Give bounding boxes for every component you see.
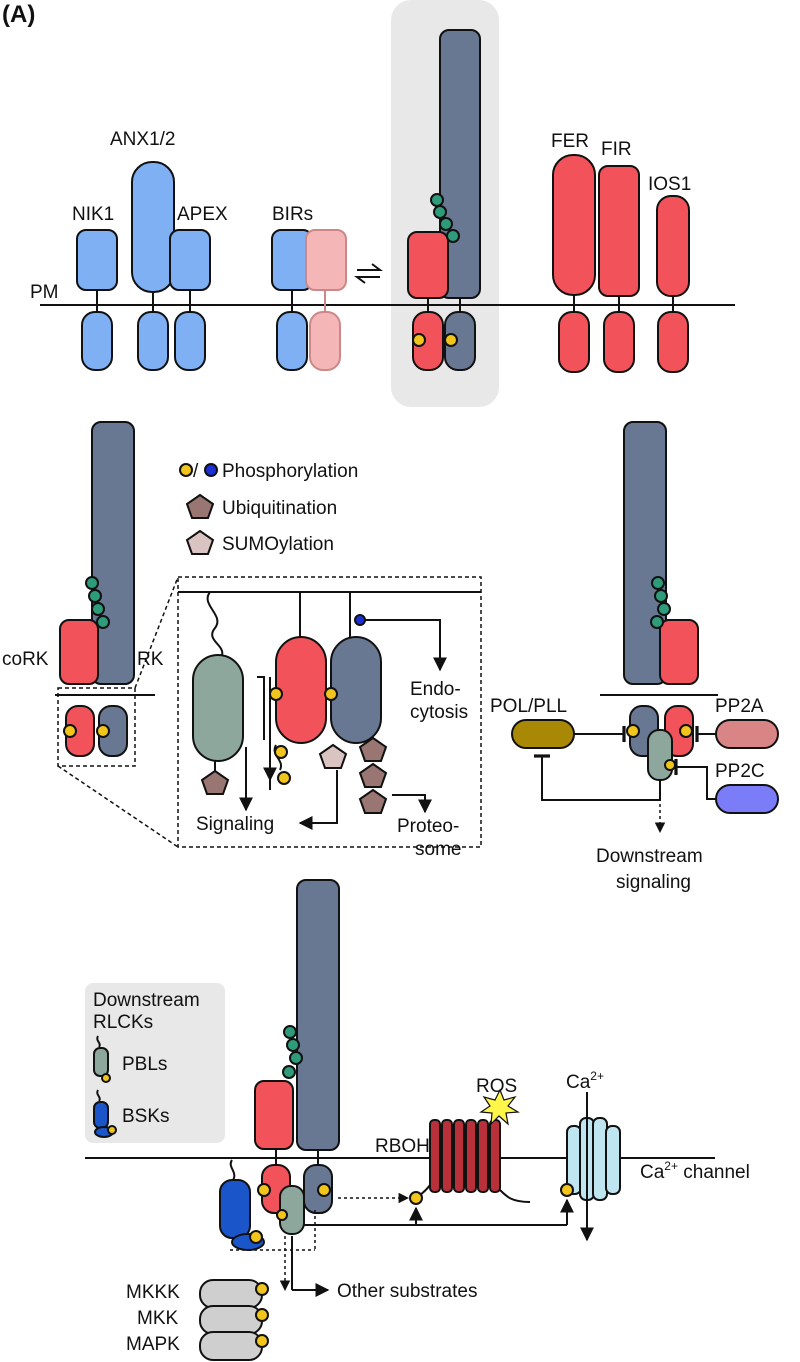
rk-kinase-inset — [330, 636, 382, 744]
pp2c-label: PP2C — [715, 761, 765, 782]
pp2a-label: PP2A — [715, 696, 764, 717]
rboh-label: RBOH — [375, 1136, 430, 1157]
fer-receptor — [552, 154, 596, 373]
bottom-panel: Downstream RLCKs PBLs BSKs — [85, 879, 750, 1361]
ros-star — [479, 1088, 520, 1126]
pbl-icon — [93, 1047, 109, 1077]
ca-label: Ca2+ — [566, 1069, 604, 1093]
pbl-kinase-right — [647, 729, 673, 781]
zoom-box — [57, 687, 136, 767]
proteosome-line1: Proteo- — [397, 816, 459, 837]
rlck-legend-title-1: Downstream — [93, 990, 200, 1011]
calcium-channel — [560, 1092, 621, 1242]
legend-phosphorylation: Phosphorylation — [222, 461, 358, 482]
rlck-legend-box — [85, 983, 225, 1143]
anx-label: ANX1/2 — [110, 129, 175, 150]
rk-label: RK — [137, 649, 164, 670]
legend-slash: / — [193, 461, 199, 482]
anx-receptor — [131, 161, 175, 371]
signaling-label: Signaling — [196, 814, 274, 835]
panel-letter-a: (A) — [2, 1, 35, 28]
bsk-kinase — [219, 1179, 251, 1239]
pm-label: PM — [30, 282, 59, 303]
pp2c-box — [715, 784, 779, 814]
middle-right-panel: POL/PLL PP2A PP2C Downstream signaling — [490, 421, 779, 893]
birs-label: BIRs — [272, 204, 313, 225]
nik1-receptor — [76, 229, 118, 371]
pbl-kinase — [192, 654, 244, 762]
proteosome-line2: some — [415, 839, 461, 860]
fir-label: FIR — [601, 139, 632, 160]
pol-pll-box — [511, 719, 575, 749]
fer-label: FER — [551, 131, 589, 152]
rk-complex-top — [407, 29, 481, 371]
middle-left-panel: coRK RK / Phosphorylation Ubiquitination… — [2, 421, 482, 860]
downstream-line2: signaling — [616, 872, 691, 893]
mkk-label: MKK — [137, 1308, 179, 1329]
ios1-label: IOS1 — [648, 174, 691, 195]
equilibrium-arrows — [354, 263, 383, 284]
apex-receptor — [169, 229, 211, 371]
endocytosis-line1: Endo- — [410, 679, 461, 700]
corK-label: coRK — [2, 649, 49, 670]
legend-ubiquitination: Ubiquitination — [222, 498, 337, 519]
apex-label: APEX — [177, 204, 228, 225]
endocytosis-line2: cytosis — [410, 702, 468, 723]
inset-box — [177, 576, 482, 848]
corK-kinase-inset — [275, 636, 327, 744]
mapk-label: MAPK — [126, 1334, 180, 1355]
downstream-line1: Downstream — [596, 846, 703, 867]
mapk-cascade — [199, 1279, 269, 1361]
ros-label: ROS — [476, 1076, 517, 1097]
rlck-legend-title-2: RLCKs — [93, 1012, 153, 1033]
modification-legend: / Phosphorylation Ubiquitination SUMOyla… — [179, 461, 358, 555]
birs-receptor — [271, 229, 347, 371]
mkkk-label: MKKK — [126, 1282, 180, 1303]
fir-receptor — [598, 165, 640, 373]
legend-sumoylation: SUMOylation — [222, 534, 334, 555]
top-panel: PM NIK1 ANX1/2 APEX — [30, 0, 735, 407]
ca-channel-label: Ca2+ channel — [640, 1159, 750, 1183]
bsks-label: BSKs — [122, 1106, 170, 1127]
ios1-receptor — [656, 195, 690, 373]
pp2a-box — [715, 719, 779, 749]
bsk-icon — [93, 1101, 109, 1129]
pbls-label: PBLs — [122, 1054, 167, 1075]
pol-pll-label: POL/PLL — [490, 696, 567, 717]
other-substrates-label: Other substrates — [337, 1281, 477, 1302]
nik1-label: NIK1 — [72, 204, 114, 225]
rboh-channel — [409, 1119, 531, 1205]
